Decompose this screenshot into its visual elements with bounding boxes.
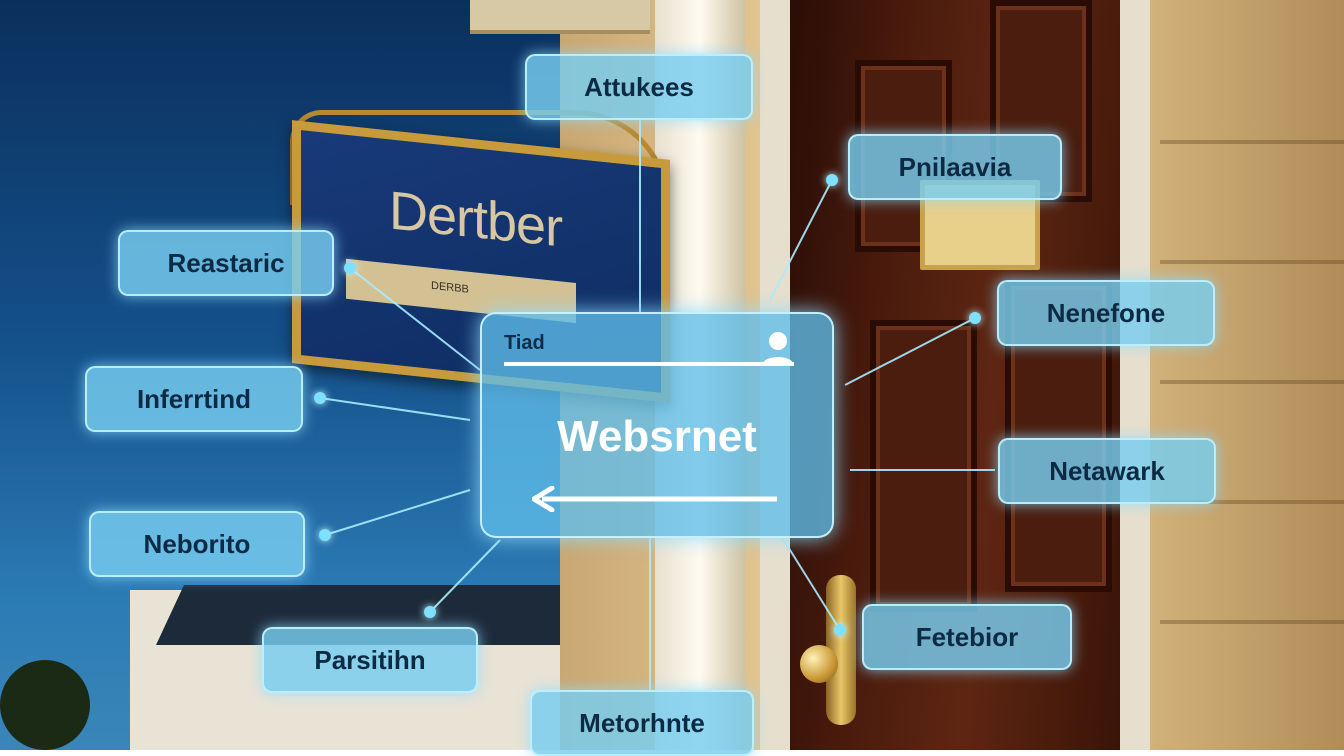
connector-dot <box>314 392 326 404</box>
connector-dot <box>826 174 838 186</box>
central-hub-card[interactable]: Tiad Websrnet <box>480 312 834 538</box>
hub-small-label: Tiad <box>504 332 545 354</box>
connector-dot <box>344 262 356 274</box>
chip-bottom[interactable]: Metorhnte <box>530 690 754 756</box>
left-arrow-icon[interactable] <box>532 486 782 512</box>
connector-dot <box>969 312 981 324</box>
connector-dot <box>319 529 331 541</box>
chip-left-lower[interactable]: Neborito <box>89 511 305 577</box>
siding-line <box>1160 260 1344 264</box>
door-panel <box>870 320 977 612</box>
chip-left-bottom[interactable]: Parsitihn <box>262 627 478 693</box>
chip-top[interactable]: Attukees <box>525 54 753 120</box>
chip-right-bottom[interactable]: Fetebior <box>862 604 1072 670</box>
siding-line <box>1160 620 1344 624</box>
siding-line <box>1160 140 1344 144</box>
hub-title: Websrnet <box>557 412 757 461</box>
chip-right-mid[interactable]: Nenefone <box>997 280 1215 346</box>
hub-divider <box>504 362 794 366</box>
user-icon <box>762 332 794 366</box>
eave <box>470 0 650 34</box>
connector-dot <box>834 624 846 636</box>
connector-dot <box>424 606 436 618</box>
background-tree <box>0 660 90 750</box>
chip-right-lower[interactable]: Netawark <box>998 438 1216 504</box>
chip-left-top[interactable]: Reastaric <box>118 230 334 296</box>
chip-left-mid[interactable]: Inferrtind <box>85 366 303 432</box>
siding-line <box>1160 500 1344 504</box>
chip-right-top[interactable]: Pnilaavia <box>848 134 1062 200</box>
siding-line <box>1160 380 1344 384</box>
door-knob <box>800 645 838 683</box>
